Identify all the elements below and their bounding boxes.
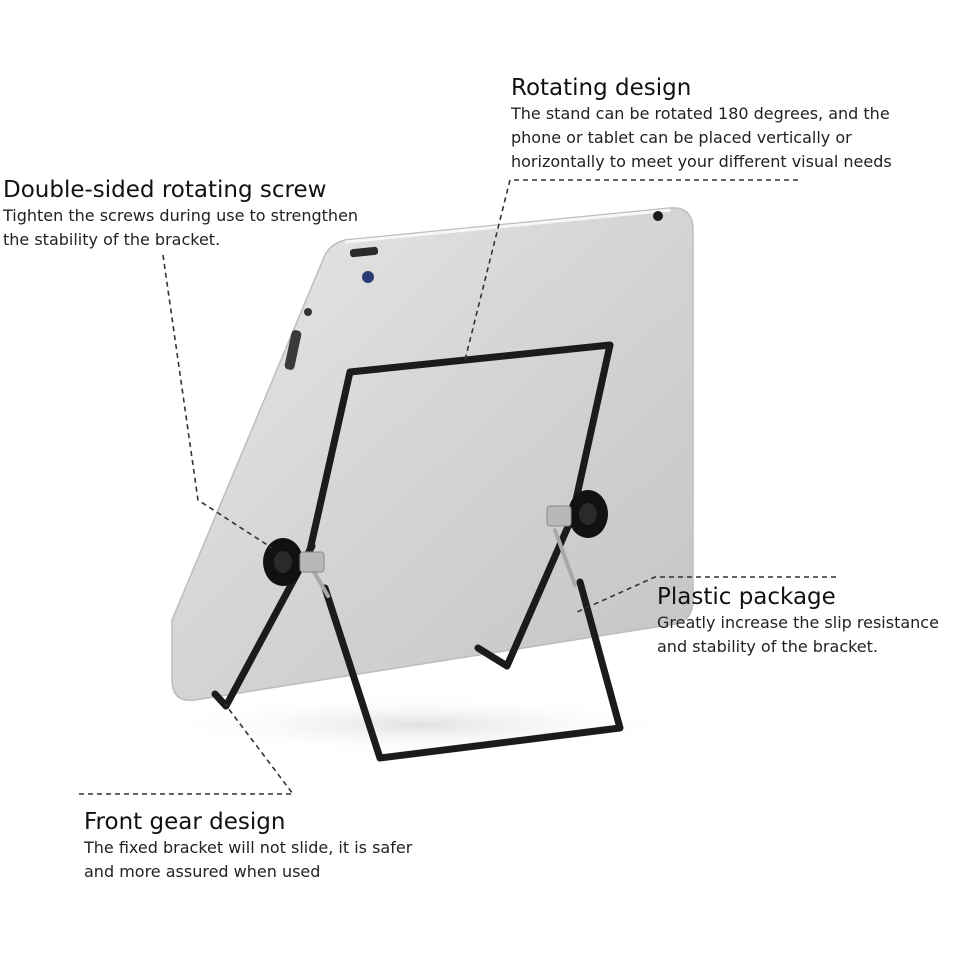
callout-line: and stability of the bracket. <box>657 637 879 656</box>
leader-front <box>79 703 295 795</box>
leader-rotating <box>464 179 798 361</box>
floor-shadow <box>160 695 680 755</box>
callout-front-gear: Front gear design The fixed bracket will… <box>84 808 412 884</box>
callout-line: Greatly increase the slip resistance <box>657 613 939 632</box>
stand-chrome-joints <box>311 528 577 598</box>
tablet-body <box>171 207 694 702</box>
stand-front-frame <box>321 578 624 762</box>
tablet-edge-highlight <box>344 208 671 244</box>
screw-knob-left <box>263 538 325 586</box>
callout-title: Double-sided rotating screw <box>3 177 327 203</box>
callout-title: Front gear design <box>84 809 286 835</box>
tablet-headphone-jack <box>653 211 663 221</box>
callout-line: and more assured when used <box>84 862 321 881</box>
leader-plastic <box>576 576 836 613</box>
callout-title: Plastic package <box>657 584 836 610</box>
tablet <box>171 207 694 702</box>
callout-line: The stand can be rotated 180 degrees, an… <box>511 104 890 123</box>
callout-line: phone or tablet can be placed vertically… <box>511 128 852 147</box>
leader-lines <box>79 179 836 795</box>
callout-line: The fixed bracket will not slide, it is … <box>84 838 413 857</box>
callout-line: horizontally to meet your different visu… <box>511 152 892 171</box>
tablet-camera <box>362 271 374 283</box>
callout-rotating-screw: Double-sided rotating screw Tighten the … <box>3 176 358 252</box>
tablet-volume-rocker <box>284 330 302 370</box>
tablet-top-button <box>349 246 379 258</box>
callout-line: Tighten the screws during use to strengt… <box>3 206 359 225</box>
leader-screw <box>162 254 273 549</box>
callout-plastic-package: Plastic package Greatly increase the sli… <box>657 583 939 659</box>
callout-title: Rotating design <box>511 75 692 101</box>
screw-knob-right <box>546 490 608 538</box>
tablet-mic <box>304 308 312 316</box>
callout-line: the stability of the bracket. <box>3 230 221 249</box>
callout-rotating-design: Rotating design The stand can be rotated… <box>511 74 892 174</box>
